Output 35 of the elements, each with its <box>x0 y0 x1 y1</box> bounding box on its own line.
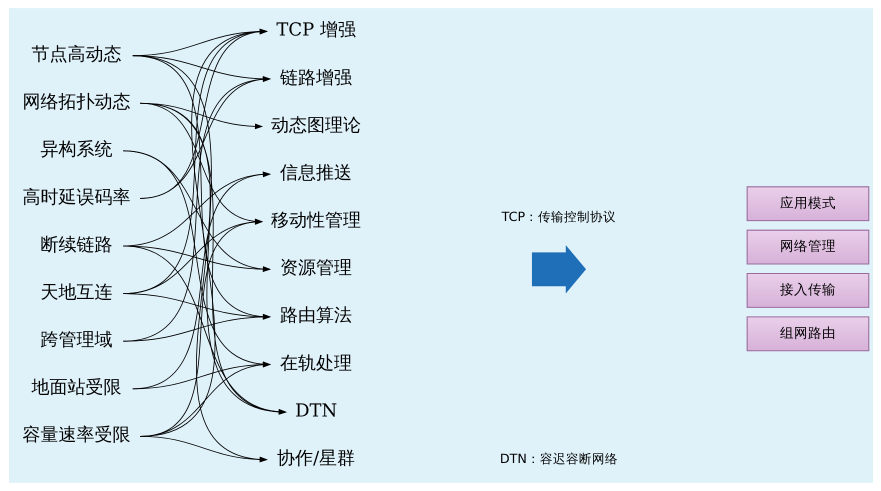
node-text: 网络拓扑动态 <box>22 92 130 113</box>
node-text: 断续链路 <box>40 234 112 256</box>
node-text: TCP 增强 <box>276 20 356 41</box>
arrow <box>139 436 268 462</box>
node-box: 组网路由 <box>746 316 869 352</box>
node-text: 链路增强 <box>280 67 352 88</box>
label: TCP：传输控制协议 <box>501 208 616 224</box>
node-text: 天地互连 <box>40 282 112 303</box>
node-text: 在轨处理 <box>280 352 352 374</box>
arrow <box>139 102 268 462</box>
node-text: 地面站受限 <box>31 377 122 398</box>
node-text: DTN <box>294 400 337 422</box>
node-text: 资源管理 <box>280 258 352 279</box>
label: DTN：容迟容断网络 <box>499 450 618 466</box>
node-text: 异构系统 <box>40 139 112 160</box>
node-text: 信息推送 <box>280 162 352 184</box>
node-arrow <box>531 245 586 294</box>
arrow <box>139 28 268 199</box>
node-box: 网络管理 <box>746 230 869 265</box>
arrow <box>139 102 286 415</box>
arrow <box>139 28 268 437</box>
node-text: 动态图理论 <box>270 114 361 136</box>
node-text: 跨管理域 <box>40 330 112 351</box>
node-box: 接入传输 <box>746 273 869 308</box>
node-box: 应用模式 <box>746 186 869 222</box>
node-text: 路由算法 <box>280 305 352 326</box>
node-text: 协作/星群 <box>276 448 355 469</box>
node-text: 节点高动态 <box>31 44 122 66</box>
node-text: 容量速率受限 <box>22 424 130 446</box>
arrow <box>122 246 286 415</box>
arrow <box>132 55 286 415</box>
arrow <box>132 28 268 56</box>
node-text: 移动性管理 <box>270 210 361 232</box>
arrow <box>139 76 270 199</box>
node-text: 高时延误码率 <box>22 186 130 208</box>
